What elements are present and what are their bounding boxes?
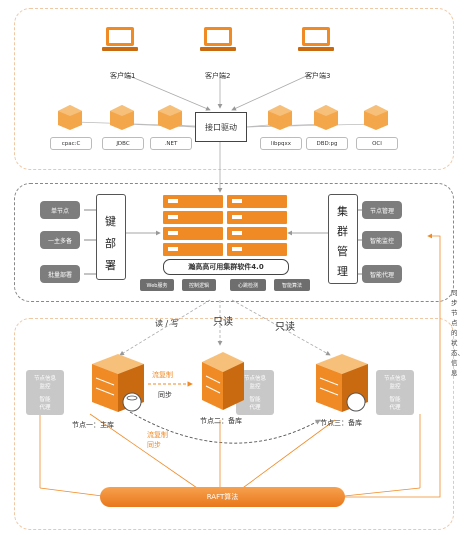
node-management-button: 节点管理 bbox=[362, 201, 402, 219]
client-1-label: 客户端1 bbox=[110, 72, 136, 80]
node-info-box-1: 节点信息 监控 智能 代理 bbox=[26, 370, 64, 415]
standby-server-icon-1 bbox=[198, 350, 248, 416]
raft-algorithm-bar: RAFT算法 bbox=[100, 487, 345, 507]
agent-b: 代理 bbox=[39, 405, 51, 411]
client-3-label: 客户端3 bbox=[305, 72, 331, 80]
driver-label: cpac:C bbox=[50, 137, 92, 150]
read-only-label-1: 只读 bbox=[213, 317, 233, 328]
driver-label: JDBC bbox=[102, 137, 144, 150]
client-1 bbox=[100, 25, 140, 61]
driver-cube-icon bbox=[312, 103, 340, 131]
driver-cube-icon bbox=[108, 103, 136, 131]
laptop-icon bbox=[298, 27, 334, 51]
manage-char: 管 bbox=[337, 245, 348, 258]
driver-label: DBD:pg bbox=[306, 137, 348, 150]
node-info-sub: 监控 bbox=[249, 384, 261, 390]
driver-cube-icon bbox=[266, 103, 294, 131]
web-service-pill: Web服务 bbox=[140, 279, 174, 291]
node-info-box-3: 节点信息 监控 智能 代理 bbox=[376, 370, 414, 415]
node-info-sub: 监控 bbox=[389, 384, 401, 390]
node-info-title: 节点信息 bbox=[33, 376, 56, 382]
interface-driver-box: 接口驱动 bbox=[195, 112, 247, 142]
sync-label-2: 同步 bbox=[147, 441, 161, 449]
node-info-title: 节点信息 bbox=[243, 376, 266, 382]
smart-monitoring-button: 智能监控 bbox=[362, 231, 402, 249]
sync-status-vertical-text: 同步节点的状态、信息 bbox=[451, 289, 464, 377]
manage-char: 集 bbox=[337, 205, 348, 218]
software-name-label: 瀚高高可用集群软件4.0 bbox=[163, 259, 289, 275]
deploy-char: 部 bbox=[105, 237, 116, 250]
driver-cube-icon bbox=[56, 103, 84, 131]
node-2-label: 节点二：备库 bbox=[200, 417, 242, 425]
client-3 bbox=[296, 25, 336, 61]
server-rack-icon bbox=[163, 195, 287, 257]
sync-label: 同步 bbox=[158, 391, 172, 399]
node-info-title: 节点信息 bbox=[383, 376, 406, 382]
client-2 bbox=[198, 25, 238, 61]
node-info-sub: 监控 bbox=[39, 384, 51, 390]
stream-replication-label: 流复制 bbox=[152, 371, 173, 379]
driver-cube-icon bbox=[362, 103, 390, 131]
batch-deploy-button: 批量部署 bbox=[40, 265, 80, 283]
heartbeat-pill: 心跳检测 bbox=[230, 279, 266, 291]
read-write-label: 读 / 写 bbox=[155, 319, 179, 328]
agent-a: 智能 bbox=[389, 397, 401, 403]
read-only-label-2: 只读 bbox=[275, 322, 295, 333]
one-click-deploy-box: 键 部 署 bbox=[96, 194, 126, 280]
client-2-label: 客户端2 bbox=[205, 72, 231, 80]
one-master-multi-standby-button: 一主多备 bbox=[40, 231, 80, 249]
single-node-button: 单节点 bbox=[40, 201, 80, 219]
manage-char: 理 bbox=[337, 265, 348, 278]
client-zone bbox=[14, 8, 454, 170]
node-3-label: 节点三：备库 bbox=[320, 419, 362, 427]
deploy-char: 键 bbox=[105, 215, 116, 228]
stream-replication-label-2: 流复制 bbox=[147, 431, 168, 439]
driver-cube-icon bbox=[156, 103, 184, 131]
driver-label: OCI bbox=[356, 137, 398, 150]
master-server-icon bbox=[88, 352, 148, 418]
agent-a: 智能 bbox=[249, 397, 261, 403]
agent-a: 智能 bbox=[39, 397, 51, 403]
driver-label: libpqxx bbox=[260, 137, 302, 150]
driver-label: .NET bbox=[150, 137, 192, 150]
laptop-icon bbox=[200, 27, 236, 51]
agent-b: 代理 bbox=[389, 405, 401, 411]
database-nodes-zone bbox=[14, 318, 454, 530]
standby-server-icon-2 bbox=[312, 352, 372, 418]
agent-b: 代理 bbox=[249, 405, 261, 411]
manage-char: 群 bbox=[337, 225, 348, 238]
smart-proxy-button: 智能代理 bbox=[362, 265, 402, 283]
smart-algorithm-pill: 智能算法 bbox=[274, 279, 310, 291]
node-1-label: 节点一：主库 bbox=[72, 421, 114, 429]
laptop-icon bbox=[102, 27, 138, 51]
control-logic-pill: 控制逻辑 bbox=[182, 279, 216, 291]
deploy-char: 署 bbox=[105, 259, 116, 272]
cluster-management-box: 集 群 管 理 bbox=[328, 194, 358, 284]
